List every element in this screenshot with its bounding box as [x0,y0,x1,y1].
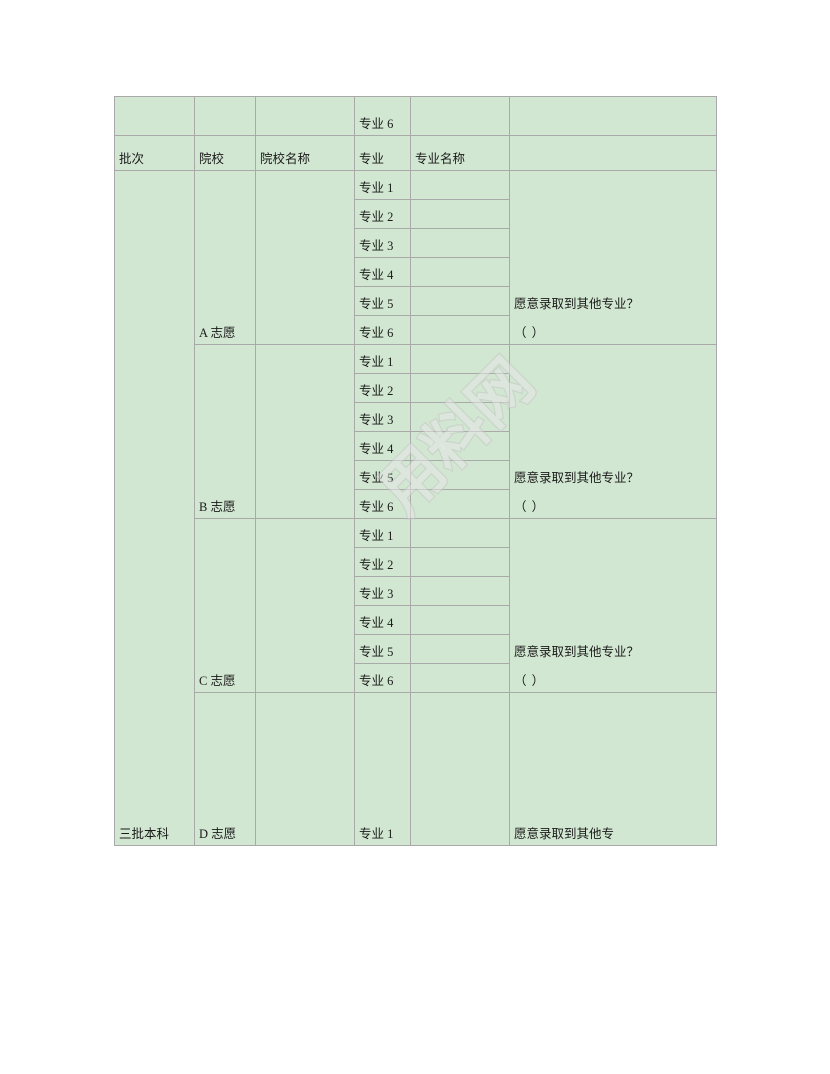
cell-major-label: 专业 2 [354,199,411,229]
cell-major-label: 专业 1 [354,518,411,548]
cell-major-name-input[interactable] [410,547,510,577]
cell-major-name-input[interactable] [410,170,510,200]
cell-major-name-input[interactable] [410,431,510,461]
cell-school-name-a[interactable] [255,170,355,345]
cell-top-note [509,96,717,136]
cell-major-name-input[interactable] [410,605,510,635]
cell-school-name-d[interactable] [255,692,355,846]
cell-school-name-b[interactable] [255,344,355,519]
cell-major-name-input[interactable] [410,344,510,374]
table-row: B 志愿 专业 1 愿意录取到其他专业？ （ ） [115,344,717,519]
cell-major-label: 专业 6 [354,663,411,693]
table-row: 专业 4 [115,431,717,461]
wish-answer-box[interactable]: （ ） [514,500,546,515]
wish-question-text: 愿意录取到其他专业？ [514,644,640,659]
table-row: 专业 6 [115,315,717,345]
cell-major-name-input[interactable] [410,228,510,258]
cell-top-school [194,96,256,136]
cell-top-batch [114,96,195,136]
table-row: 专业 4 [115,605,717,635]
cell-wish-note-a: 愿意录取到其他专业？ （ ） [509,170,717,345]
table-row: 专业 2 [115,199,717,229]
table-row: 专业 4 [115,257,717,287]
table-row: C 志愿 专业 1 愿意录取到其他专业？ （ ） [115,518,717,693]
cell-major-name-input[interactable] [410,373,510,403]
wish-answer-box[interactable]: （ ） [514,326,546,341]
column-header-major-name: 专业名称 [410,135,510,171]
cell-major-name-input[interactable] [410,518,510,548]
cell-choice-d: D 志愿 [194,692,256,846]
table-row: 专业 5 [115,286,717,316]
cell-major-label: 专业 2 [354,373,411,403]
cell-major-label: 专业 6 [354,315,411,345]
cell-wish-note-c: 愿意录取到其他专业？ （ ） [509,518,717,693]
cell-major-name-input[interactable] [410,315,510,345]
cell-major-label: 专业 1 [354,170,411,200]
table-row: 专业 3 [115,402,717,432]
table-row-top-continuation: 专业 6 [114,96,717,136]
column-header-batch: 批次 [114,135,195,171]
volunteer-table: 专业 6 批次 院校 院校名称 专业 专业名称 三批本科 A 志愿 [114,96,717,846]
wish-question-text: 愿意录取到其他专业？ [514,296,640,311]
column-header-major: 专业 [354,135,411,171]
cell-choice-b: B 志愿 [194,344,256,519]
cell-major-label: 专业 1 [354,344,411,374]
cell-major-name-input[interactable] [410,576,510,606]
table-row: 专业 6 [115,489,717,519]
cell-major-label: 专业 6 [354,489,411,519]
cell-major-name-input[interactable] [410,663,510,693]
cell-batch-label: 三批本科 [114,170,195,846]
cell-school-name-c[interactable] [255,518,355,693]
table-row: 专业 3 [115,576,717,606]
cell-major-name-input[interactable] [410,402,510,432]
cell-major-name-input[interactable] [410,634,510,664]
cell-major-label: 专业 2 [354,547,411,577]
table-row: 专业 6 [115,663,717,693]
cell-major-name-input[interactable] [410,460,510,490]
cell-major-label: 专业 1 [354,692,411,846]
cell-choice-c: C 志愿 [194,518,256,693]
cell-wish-note-b: 愿意录取到其他专业？ （ ） [509,344,717,519]
cell-top-major-name[interactable] [410,96,510,136]
table-row: 专业 2 [115,547,717,577]
cell-top-major-label: 专业 6 [354,96,411,136]
cell-choice-a: A 志愿 [194,170,256,345]
cell-major-name-input[interactable] [410,286,510,316]
column-header-note [509,135,717,171]
table-row-d-truncated: D 志愿 专业 1 愿意录取到其他专 [115,692,717,846]
cell-major-label: 专业 4 [354,605,411,635]
volunteer-table-wrapper: 专业 6 批次 院校 院校名称 专业 专业名称 三批本科 A 志愿 [114,96,717,846]
cell-wish-note-d: 愿意录取到其他专 [509,692,717,846]
cell-top-schoolname [255,96,355,136]
cell-major-name-input[interactable] [410,692,510,846]
cell-major-name-input[interactable] [410,199,510,229]
table-header-row: 批次 院校 院校名称 专业 专业名称 [114,135,717,171]
cell-major-label: 专业 5 [354,634,411,664]
cell-major-label: 专业 4 [354,431,411,461]
cell-major-name-input[interactable] [410,489,510,519]
table-row: 专业 3 [115,228,717,258]
column-header-school: 院校 [194,135,256,171]
cell-major-label: 专业 5 [354,286,411,316]
wish-question-text: 愿意录取到其他专业？ [514,470,640,485]
cell-major-label: 专业 4 [354,257,411,287]
cell-major-label: 专业 3 [354,576,411,606]
cell-major-label: 专业 3 [354,402,411,432]
column-header-school-name: 院校名称 [255,135,355,171]
cell-major-label: 专业 3 [354,228,411,258]
table-row: 三批本科 A 志愿 专业 1 愿意录取到其他专业？ （ ） [114,170,717,846]
wish-answer-box[interactable]: （ ） [514,674,546,689]
cell-major-name-input[interactable] [410,257,510,287]
cell-major-label: 专业 5 [354,460,411,490]
table-row: 专业 2 [115,373,717,403]
